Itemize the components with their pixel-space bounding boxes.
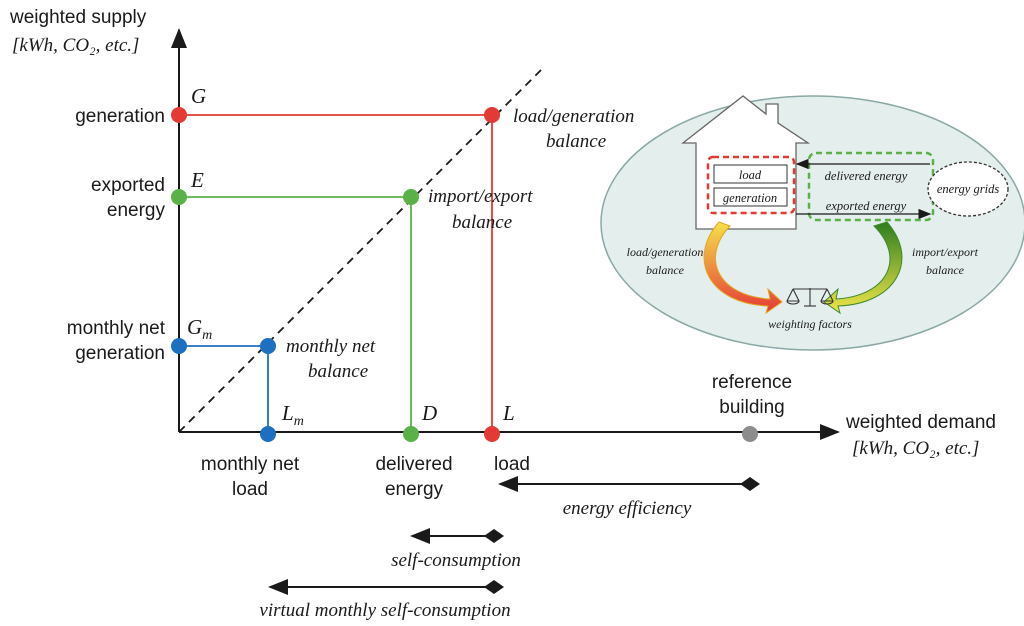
label-import-export-balance-1: import/export [428, 186, 533, 207]
y-axis-title: weighted supply [9, 7, 147, 28]
label-monthly-balance-2: balance [308, 361, 368, 382]
letter-E: E [190, 168, 204, 192]
inset-lg-balance-1: load/generation [627, 245, 704, 259]
inset-generation-box [713, 187, 788, 207]
point-D [403, 426, 419, 442]
inset-load-label: load [739, 168, 762, 182]
inset-schematic: load generation energy grids delivered e… [600, 95, 1024, 351]
label-load-gen-balance-2: balance [546, 131, 606, 152]
load-generation-curved-arrow [703, 221, 783, 315]
letter-Gm: Gm [187, 315, 212, 343]
inset-weighting-label: weighting factors [768, 317, 852, 331]
letter-Lm: Lm [281, 401, 304, 429]
letter-G: G [191, 84, 206, 108]
point-monthly-balance [260, 338, 276, 354]
point-reference-building [742, 426, 758, 442]
letter-L: L [502, 401, 515, 425]
scales-icon [786, 288, 834, 307]
inset-load-box [713, 164, 788, 184]
inset-delivered-label: delivered energy [825, 169, 908, 183]
point-E [171, 189, 187, 205]
x-axis-title: weighted demand [845, 412, 996, 433]
point-Gm [171, 338, 187, 354]
point-Lm [260, 426, 276, 442]
label-delivered-1: delivered [375, 454, 452, 475]
load-generation-dashed-box [706, 155, 796, 215]
inset-grids-label: energy grids [937, 182, 1000, 196]
label-monthly-load-2: load [232, 479, 268, 500]
label-monthly-balance-1: monthly net [286, 336, 376, 357]
label-monthly-load-1: monthly net [201, 454, 300, 475]
inset-ellipse [600, 95, 1024, 351]
label-energy-efficiency: energy efficiency [563, 498, 692, 519]
energy-grids-node [927, 161, 1009, 217]
label-delivered-2: energy [385, 479, 444, 500]
import-export-curved-arrow [823, 221, 903, 315]
letter-D: D [421, 401, 437, 425]
label-monthly-gen-2: generation [75, 343, 165, 364]
label-import-export-balance-2: balance [452, 212, 512, 233]
x-axis-unit: [kWh, CO₂, etc.] [852, 438, 979, 459]
inset-ie-balance-1: import/export [912, 245, 979, 259]
label-virtual-monthly: virtual monthly self-consumption [259, 600, 510, 621]
point-G [171, 107, 187, 123]
label-load: load [494, 454, 530, 475]
label-generation: generation [75, 106, 165, 127]
point-import-export-balance [403, 189, 419, 205]
inset-exported-label: exported energy [826, 199, 907, 213]
import-export-dashed-box [807, 151, 935, 222]
balance-diagonal [178, 69, 542, 433]
label-exported-2: energy [107, 200, 166, 221]
label-load-gen-balance-1: load/generation [513, 106, 634, 127]
label-reference-2: building [719, 397, 785, 418]
inset-lg-balance-2: balance [646, 263, 685, 277]
label-monthly-gen-1: monthly net [67, 318, 166, 339]
label-self-consumption: self-consumption [391, 550, 521, 571]
point-load-generation-balance [484, 107, 500, 123]
label-exported-1: exported [91, 175, 165, 196]
inset-generation-label: generation [723, 191, 777, 205]
inset-ie-balance-2: balance [926, 263, 965, 277]
label-reference-1: reference [712, 372, 792, 393]
y-axis-unit: [kWh, CO₂, etc.] [12, 35, 139, 56]
point-L [484, 426, 500, 442]
